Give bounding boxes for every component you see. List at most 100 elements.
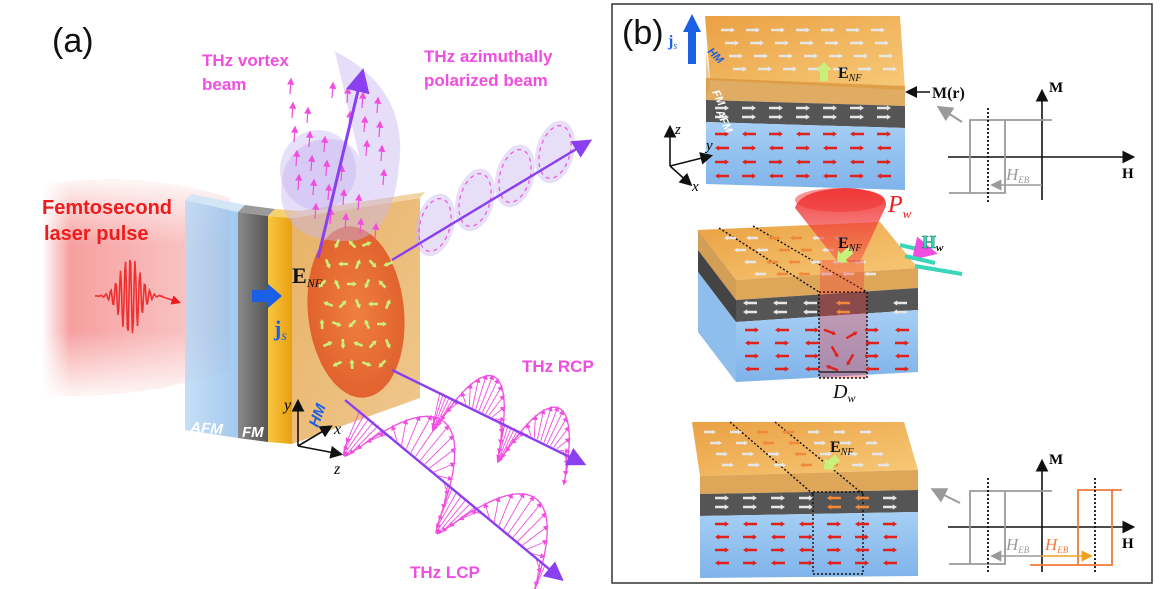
lcp-beam <box>342 399 564 589</box>
near-field-arrow <box>319 319 325 330</box>
afm-spin-arrow <box>877 173 891 179</box>
afm-spin-arrow <box>745 340 759 346</box>
afm-spin-arrow <box>805 353 819 359</box>
fm-spin-arrow <box>743 300 757 306</box>
helix-field-arrow <box>560 448 571 454</box>
afm-spin-arrow <box>775 366 789 372</box>
enf-label-bot: ENF <box>830 439 854 458</box>
helix-field-arrow <box>438 475 454 481</box>
lcp-label: THz LCP <box>410 563 480 582</box>
domain-wall-region <box>819 292 867 378</box>
hw-label: Hw <box>922 232 944 254</box>
near-field-arrow <box>334 279 341 290</box>
h-label-top: H <box>1122 166 1134 182</box>
switched-fm-arrow <box>827 504 841 510</box>
afm-spin-arrow <box>883 521 897 527</box>
vortex-field-arrow <box>323 159 331 177</box>
afm-spin-arrow <box>799 534 813 540</box>
domain-wall-spin-arrow <box>830 345 839 358</box>
hm-surface-arrow <box>778 247 790 253</box>
helix-field-arrow <box>556 437 571 450</box>
afm-spin-arrow <box>775 353 789 359</box>
vortex-field-arrow <box>325 183 333 201</box>
hm-surface-arrow <box>846 27 860 33</box>
helix-field-arrow <box>495 416 506 423</box>
afm-spin-arrow <box>796 159 810 165</box>
afm-spin-arrow <box>883 547 897 553</box>
helix-field-arrow <box>410 414 432 453</box>
helix-field-arrow <box>431 393 444 429</box>
afm-spin-arrow <box>855 534 869 540</box>
vortex-field-arrow <box>380 168 388 186</box>
slab-bottom <box>692 421 918 578</box>
hm-surface-arrow <box>800 40 814 46</box>
helix-field-arrow <box>531 552 546 559</box>
domain-wall-spin-arrow <box>845 331 858 340</box>
loop-pointer-top <box>936 105 963 123</box>
slab-middle <box>698 222 918 382</box>
vortex-field-arrow <box>327 207 335 225</box>
fm-spin-arrow <box>799 495 813 501</box>
switched-fm-arrow <box>836 309 850 315</box>
hw-arrows <box>899 236 963 276</box>
afm-spin-arrow <box>877 159 891 165</box>
near-field-arrow <box>368 259 377 268</box>
hm-surface-arrow <box>850 40 864 46</box>
helix-field-arrow <box>472 377 481 408</box>
laser-label-line1: Femtosecond <box>42 197 172 219</box>
near-field-arrow <box>340 338 346 349</box>
rcp-beam-axis <box>391 368 587 466</box>
afm-spin-arrow <box>799 521 813 527</box>
afm-spin-arrow <box>745 366 759 372</box>
near-field-arrow <box>361 241 372 248</box>
helix-field-arrow <box>553 426 570 448</box>
near-field-arrow <box>384 299 391 310</box>
fm-label-a: FM <box>242 424 264 441</box>
hm-surface-arrow <box>721 27 735 33</box>
vortex-label-line2: beam <box>202 75 246 94</box>
lcp-beam-axis <box>344 399 564 582</box>
afm-spin-arrow <box>855 547 869 553</box>
fm-spin-arrow <box>743 504 757 510</box>
fm-spin-arrow <box>771 504 785 510</box>
helix-field-arrow <box>507 495 535 535</box>
fm-spin-arrow <box>803 300 817 306</box>
afm-spin-arrow <box>745 353 759 359</box>
enf-label-a: ENF <box>292 263 323 290</box>
afm-spin-arrow <box>769 173 783 179</box>
afm-label-a: AFM <box>189 419 224 438</box>
afm-spin-arrow <box>895 353 909 359</box>
near-field-arrow <box>348 319 357 328</box>
helix-field-arrow <box>436 491 458 530</box>
vortex-field-arrow <box>295 173 303 191</box>
afm-spin-arrow <box>745 327 759 333</box>
helix-field-arrow <box>345 409 361 444</box>
near-field-arrow <box>364 319 371 330</box>
vortex-field-arrow <box>359 91 367 109</box>
near-field-arrow <box>347 281 357 287</box>
domain-wall-spin-arrow <box>846 353 855 366</box>
near-field-arrow <box>338 261 348 267</box>
helix-field-arrow <box>342 417 370 457</box>
helix-field-arrow <box>435 494 463 534</box>
panel-b-border <box>611 3 1153 584</box>
heb-orange-label-bot: HEB <box>1044 535 1069 555</box>
afm-spin-arrow <box>850 145 864 151</box>
vortex-field-arrow <box>304 106 312 124</box>
fm-spin-arrow <box>803 309 817 315</box>
afm-spin-arrow <box>742 173 756 179</box>
near-field-arrow <box>338 300 347 309</box>
afm-spin-arrow <box>877 145 891 151</box>
afm-spin-arrow <box>796 131 810 137</box>
helix-field-arrow <box>488 394 505 416</box>
near-field-arrow <box>383 260 394 267</box>
vortex-field-arrow <box>321 135 329 153</box>
panel-a: (a) Femtosecond laser pulse <box>42 22 594 589</box>
afm-spin-arrow <box>823 131 837 137</box>
afm-spin-arrow <box>865 366 879 372</box>
afm-spin-arrow <box>823 145 837 151</box>
fm-spin-arrow <box>883 495 897 501</box>
helix-field-arrow <box>429 447 457 469</box>
afm-spin-arrow <box>771 560 785 566</box>
slab-top <box>705 16 905 190</box>
